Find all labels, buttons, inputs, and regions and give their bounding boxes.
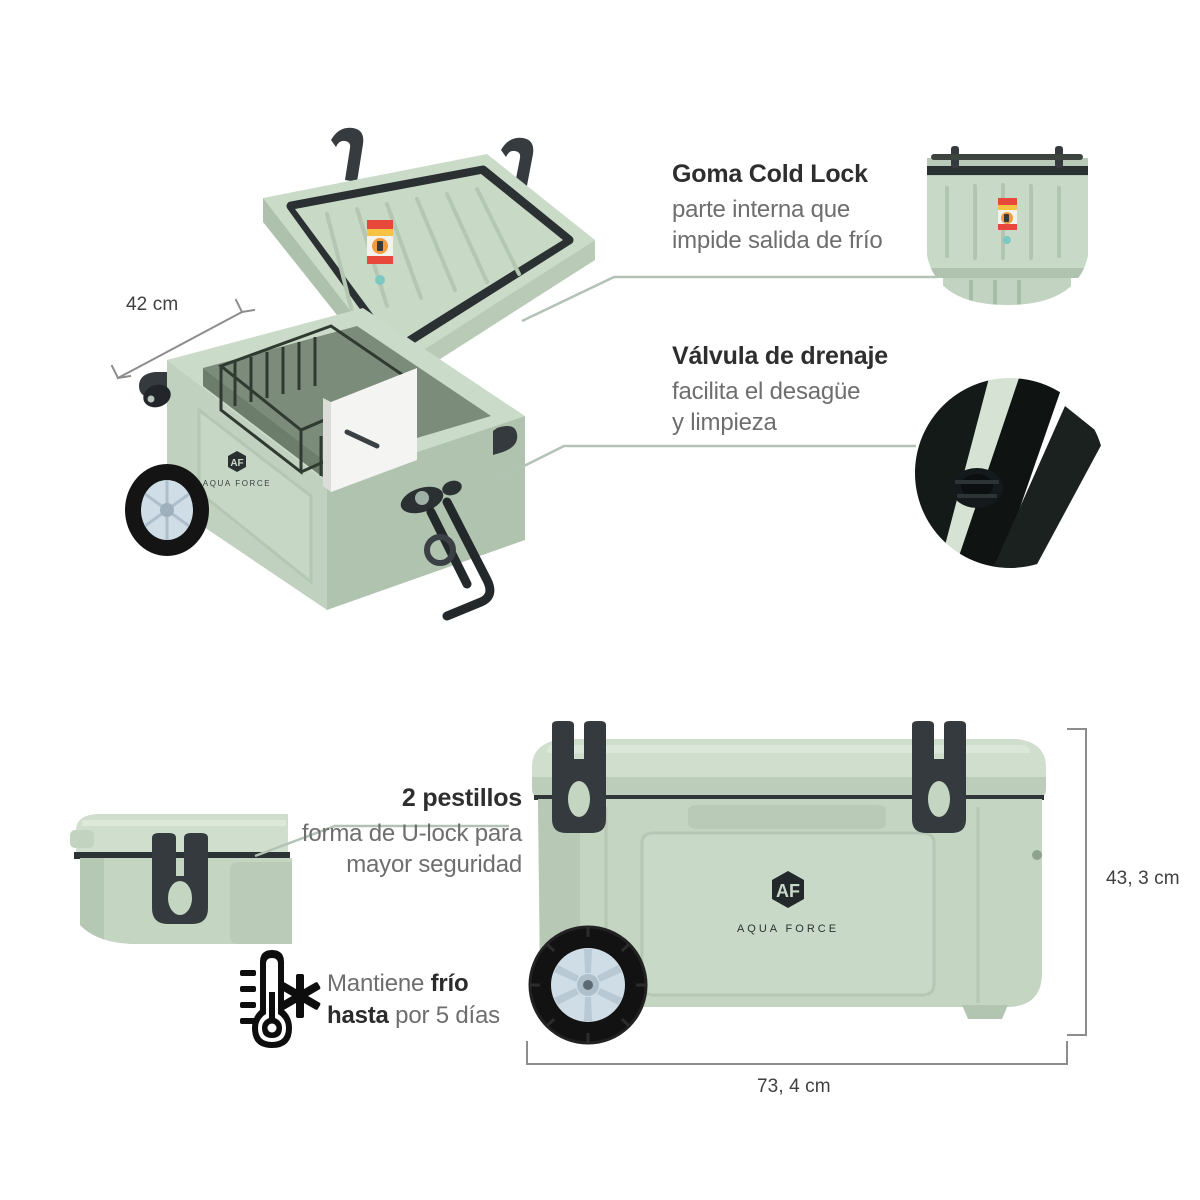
svg-text:AQUA FORCE: AQUA FORCE — [203, 479, 271, 488]
feature-badge-line-1: Mantiene frío — [327, 968, 557, 1000]
closed-cooler-illustration: AF AQUA FORCE — [528, 721, 1046, 1045]
callout-line: impide salida de frío — [672, 226, 883, 254]
open-cooler-illustration: AF AQUA FORCE — [125, 127, 595, 621]
inset-valvula-drenaje — [915, 378, 1105, 568]
connector-line-goma-cold-lock — [521, 275, 958, 323]
dimension-depth-bracket — [110, 298, 256, 380]
feature-badge-plain-2: por 5 días — [388, 1002, 500, 1030]
feature-badge-plain-1: Mantiene — [327, 970, 431, 997]
cooler-lid — [263, 154, 595, 388]
lid-ribs — [325, 187, 521, 317]
logo-mark: AF — [776, 881, 800, 901]
feature-badge-bold-1: frío — [430, 970, 469, 997]
body-logo-small: AF AQUA FORCE — [203, 451, 271, 488]
callout-valvula-drenaje: Válvula de drenaje facilita el desagüe y… — [672, 340, 952, 438]
callout-line: parte interna que — [672, 195, 851, 223]
callout-pestillos: 2 pestillos forma de U-lock para mayor s… — [232, 782, 522, 880]
inset-goma-cold-lock — [925, 140, 1090, 305]
latch-right-hole — [928, 781, 950, 817]
callout-title: Válvula de drenaje — [672, 342, 888, 370]
callout-line: y limpieza — [672, 408, 777, 436]
dimension-height-label: 43, 3 cm — [1106, 868, 1180, 889]
feature-badge-bold-2: hasta — [327, 1002, 389, 1030]
feature-badge-line-2: hasta por 5 días — [327, 1000, 557, 1032]
drain-valve-hardware — [400, 480, 462, 514]
callout-goma-cold-lock: Goma Cold Lock parte interna que impide … — [672, 158, 932, 256]
connector-line-pestillos — [254, 824, 509, 858]
connector-line-valvula-drenaje — [499, 444, 916, 480]
lid-strap-left — [331, 127, 364, 182]
white-divider — [323, 368, 417, 492]
dimension-height-bracket — [1067, 728, 1087, 1036]
closed-cooler-logo: AF AQUA FORCE — [737, 871, 839, 935]
logo-wordmark: AQUA FORCE — [737, 923, 839, 935]
latch-left-hole — [568, 781, 590, 817]
callout-title: 2 pestillos — [401, 784, 522, 812]
cooler-body: AF AQUA FORCE — [125, 308, 525, 621]
feature-badge-text: Mantiene frío hasta por 5 días — [327, 968, 557, 1032]
cooler-wheel — [125, 464, 209, 556]
callout-line: forma de U-lock para — [301, 819, 522, 847]
callout-line: mayor seguridad — [346, 850, 522, 878]
tow-handle — [426, 497, 495, 621]
inset-pestillos — [62, 796, 292, 944]
closed-cooler-wheel — [528, 925, 648, 1045]
dimension-width-bracket — [526, 1041, 1068, 1065]
lid-strap-right — [501, 137, 534, 196]
callout-title: Goma Cold Lock — [672, 160, 868, 188]
svg-text:AF: AF — [230, 458, 243, 469]
thermometer-snowflake-icon — [240, 950, 321, 1048]
dimension-depth-label: 42 cm — [126, 294, 179, 315]
callout-line: facilita el desagüe — [672, 377, 861, 405]
lid-warning-sticker — [367, 220, 393, 285]
dimension-width-label: 73, 4 cm — [757, 1076, 831, 1097]
